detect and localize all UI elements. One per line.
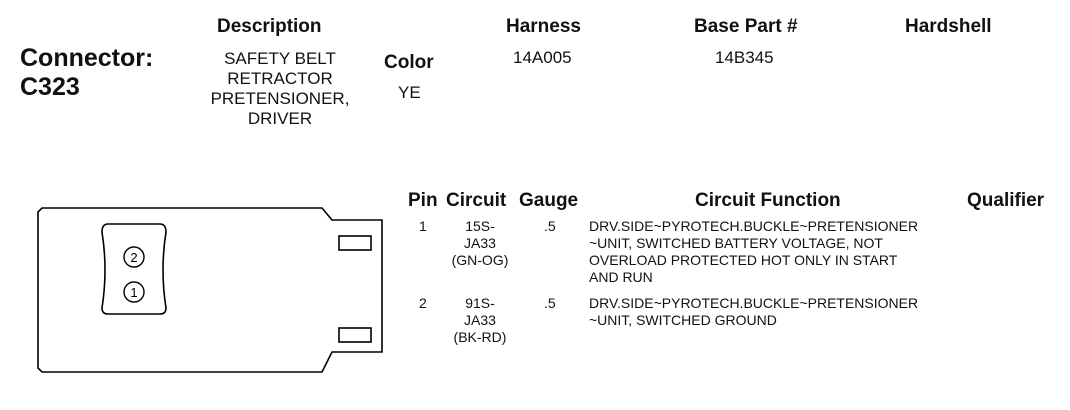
function-line: AND RUN: [589, 269, 653, 285]
cavity-housing: [101, 223, 167, 315]
row2-pin: 2: [419, 295, 427, 311]
harness-header: Harness: [506, 16, 581, 37]
connector-label: Connector:: [20, 44, 154, 72]
function-column-header: Circuit Function: [695, 190, 841, 211]
connector-face-diagram: 2 1: [37, 207, 383, 373]
pin-label-2: 2: [130, 250, 137, 265]
row1-function: DRV.SIDE~PYROTECH.BUCKLE~PRETENSIONER ~U…: [589, 218, 918, 286]
row2-gauge: .5: [544, 295, 556, 311]
description-value: SAFETY BELT RETRACTOR PRETENSIONER, DRIV…: [180, 49, 380, 129]
function-line: ~UNIT, SWITCHED BATTERY VOLTAGE, NOT: [589, 235, 883, 251]
circuit-line: (GN-OG): [451, 252, 509, 268]
description-line: DRIVER: [247, 109, 313, 128]
connector-outline: [37, 207, 383, 373]
row2-function: DRV.SIDE~PYROTECH.BUCKLE~PRETENSIONER ~U…: [589, 295, 918, 329]
function-line: DRV.SIDE~PYROTECH.BUCKLE~PRETENSIONER: [589, 295, 919, 311]
pin-cavity-2: [123, 246, 145, 268]
circuit-column-header: Circuit: [446, 190, 507, 211]
function-line: OVERLOAD PROTECTED HOT ONLY IN START: [589, 252, 898, 268]
function-line: DRV.SIDE~PYROTECH.BUCKLE~PRETENSIONER: [589, 218, 919, 234]
description-line: RETRACTOR: [227, 69, 333, 88]
row1-circuit: 15S- JA33 (GN-OG): [440, 218, 520, 269]
latch-slot-top: [338, 235, 372, 251]
latch-slot-bottom: [338, 327, 372, 343]
description-header: Description: [217, 16, 322, 37]
color-header: Color: [384, 52, 434, 73]
connector-title: Connector: C323: [20, 44, 153, 102]
pin-column-header: Pin: [408, 190, 438, 211]
circuit-line: (BK-RD): [453, 329, 507, 345]
pin-label-1: 1: [130, 285, 137, 300]
hardshell-header: Hardshell: [905, 16, 992, 37]
gauge-column-header: Gauge: [519, 190, 579, 211]
base-part-value: 14B345: [715, 48, 774, 67]
qualifier-column-header: Qualifier: [967, 190, 1045, 211]
pin-cavity-1: [123, 281, 145, 303]
circuit-line: 91S-: [465, 295, 495, 311]
connector-id: C323: [20, 73, 80, 101]
description-line: PRETENSIONER,: [210, 89, 350, 108]
row2-circuit: 91S- JA33 (BK-RD): [440, 295, 520, 346]
description-line: SAFETY BELT: [224, 49, 336, 68]
circuit-line: JA33: [464, 312, 496, 328]
circuit-line: JA33: [464, 235, 496, 251]
harness-value: 14A005: [513, 48, 572, 67]
row1-gauge: .5: [544, 218, 556, 234]
circuit-line: 15S-: [465, 218, 495, 234]
function-line: ~UNIT, SWITCHED GROUND: [589, 312, 777, 328]
color-value: YE: [398, 83, 421, 102]
row1-pin: 1: [419, 218, 427, 234]
base-part-header: Base Part #: [694, 16, 798, 37]
